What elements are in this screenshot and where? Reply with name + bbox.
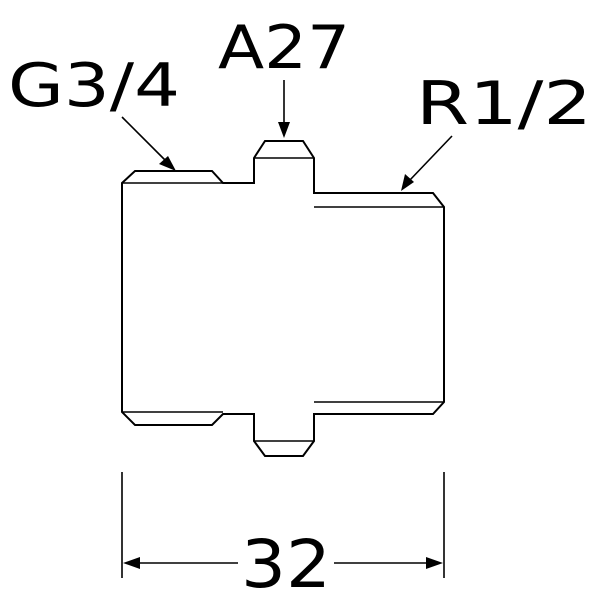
dimension-arrow-left: [123, 557, 140, 569]
length-value-label: 32: [241, 526, 331, 600]
r-thread-arrowhead: [401, 174, 414, 191]
g-thread-leader: [121, 116, 176, 171]
fitting-body: [121, 140, 445, 457]
fitting-outline: [121, 140, 445, 457]
hex-leader: [278, 80, 290, 138]
g-thread-label: G3/4: [8, 51, 180, 121]
r-thread-label: R1/2: [416, 69, 592, 139]
hex-size-label: A27: [218, 13, 350, 83]
r-thread-leader: [401, 135, 453, 191]
g-thread-arrowhead: [159, 156, 176, 171]
length-dimension: [121, 472, 445, 578]
hex-arrowhead: [278, 122, 290, 138]
dimension-arrow-right: [426, 557, 443, 569]
